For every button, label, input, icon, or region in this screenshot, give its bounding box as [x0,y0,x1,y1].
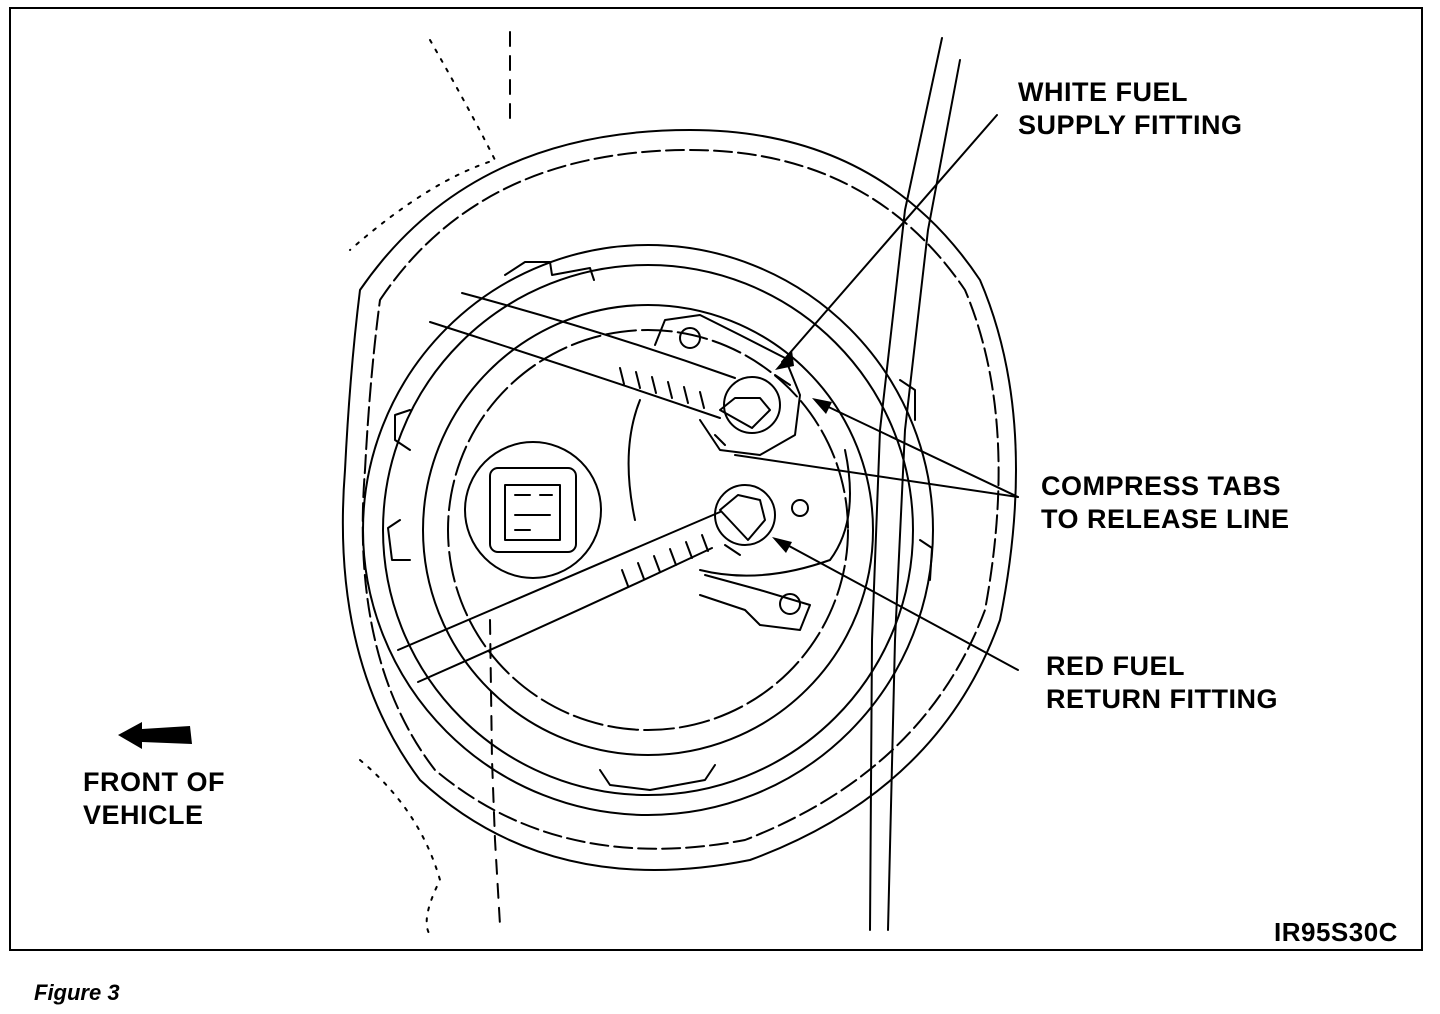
supply-fitting [723,376,781,434]
fitting-mount-top [654,314,801,456]
pump-sender-plate [422,304,874,756]
lock-ring-tab-bottom [599,764,716,791]
sender-plate-inner [447,329,849,731]
body-edge-left [489,31,511,926]
body-dotted-bottom [359,759,441,936]
leader-tabs-lower [734,454,1019,498]
connector-pins [504,484,561,541]
supply-fitting-tabs [714,374,791,446]
lock-ring-inner [382,264,914,796]
return-fitting-tabs [719,494,766,556]
retaining-strap-lower [397,511,721,683]
retaining-strap-upper [429,292,736,419]
outer-flange [341,129,1017,871]
arrowhead-tabs-upper [812,398,832,414]
callout-tabs: COMPRESS TABS TO RELEASE LINE [1041,470,1290,536]
leader-supply [781,114,998,363]
body-edge-right-2 [887,59,961,931]
callout-supply: WHITE FUEL SUPPLY FITTING [1018,76,1243,142]
mount-bolt-bottom [779,593,801,615]
electrical-connector [464,441,602,579]
strap-ribs-upper [619,367,705,409]
callout-front-line2: VEHICLE [83,800,204,830]
arrowhead-supply [775,350,794,370]
lock-ring-tab-top [504,261,595,281]
figure-code: IR95S30C [1274,917,1398,947]
strap-ribs-lower [621,534,709,587]
callout-return-line1: RED FUEL [1046,651,1185,681]
connector-body [489,467,577,553]
callout-front: FRONT OF VEHICLE [83,766,225,832]
mount-bolt-right [791,499,809,517]
lock-ring-tab-right [899,379,933,581]
lock-ring [362,244,934,816]
arrowhead-return [772,537,792,553]
callout-return-line2: RETURN FITTING [1046,684,1278,714]
callout-tabs-line2: TO RELEASE LINE [1041,504,1290,534]
callout-supply-line1: WHITE FUEL [1018,77,1188,107]
leader-tabs-upper [817,401,1019,498]
center-housing [627,399,851,577]
leader-return [777,539,1019,671]
body-edge-right [869,37,943,931]
fitting-mount-bottom [699,574,811,631]
callout-front-line1: FRONT OF [83,767,225,797]
lock-ring-tab-left [387,409,411,561]
mount-bolt-top [679,327,701,349]
arrow-left-icon [118,722,192,749]
figure-frame [9,7,1423,951]
callout-tabs-line1: COMPRESS TABS [1041,471,1282,501]
figure-caption: Figure 3 [34,980,120,1005]
callout-return: RED FUEL RETURN FITTING [1046,650,1278,716]
outer-flange-2 [361,149,1000,850]
callout-supply-line2: SUPPLY FITTING [1018,110,1243,140]
return-fitting [714,484,776,546]
